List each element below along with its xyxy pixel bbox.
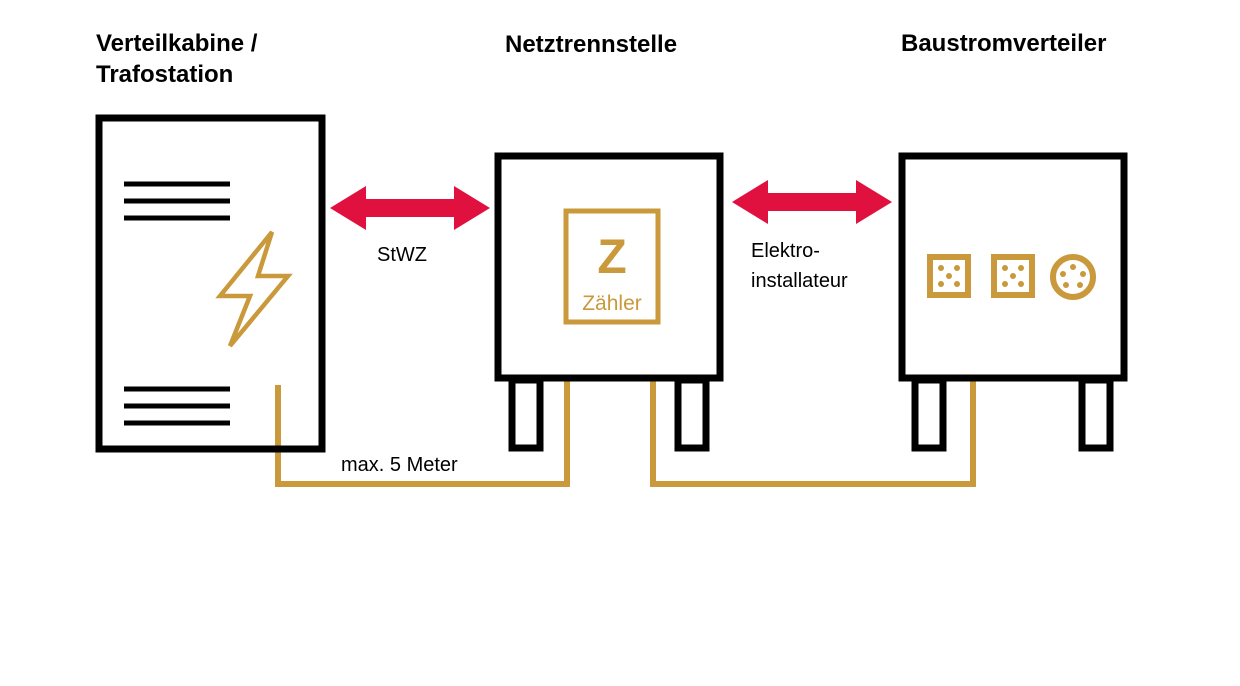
- arrow-right-label-line1: Elektro-: [751, 240, 820, 262]
- separator-leg-right: [674, 376, 710, 452]
- double-arrow-icon: [330, 186, 490, 230]
- network-separation-box: Z Zähler: [494, 152, 724, 452]
- construction-power-distributor: [898, 152, 1128, 452]
- distributor-leg-right: [1078, 376, 1114, 452]
- socket-icon: [927, 254, 971, 298]
- distributor-outline: [898, 152, 1128, 382]
- vent-bottom: [124, 386, 230, 426]
- cable-length-label: max. 5 Meter: [341, 454, 458, 476]
- cable-cabin-to-separator: [275, 380, 570, 487]
- vent-top: [124, 181, 230, 221]
- title-cabin-line2: Trafostation: [96, 61, 233, 88]
- separator-outline: [494, 152, 724, 382]
- separator-leg-left: [508, 376, 544, 452]
- meter-frame: [563, 208, 661, 325]
- socket-icon: [991, 254, 1035, 298]
- meter-label: Zähler: [582, 292, 642, 315]
- title-cabin-line1: Verteilkabine /: [96, 30, 258, 57]
- arrow-left-label: StWZ: [377, 244, 427, 266]
- distributor-leg-left: [911, 376, 947, 452]
- arrow-right-label-line2: installateur: [751, 270, 848, 292]
- distribution-cabin: [95, 114, 326, 453]
- meter-letter: Z: [597, 231, 626, 284]
- cable-separator-to-distributor: [650, 380, 976, 487]
- lightning-icon: [215, 230, 293, 348]
- title-separator: Netztrennstelle: [505, 31, 677, 58]
- cee-socket-icon: [1050, 254, 1096, 300]
- double-arrow-icon: [732, 180, 892, 224]
- title-distributor: Baustromverteiler: [901, 30, 1106, 57]
- cabin-outline: [95, 114, 326, 453]
- cable-lines: [275, 380, 976, 487]
